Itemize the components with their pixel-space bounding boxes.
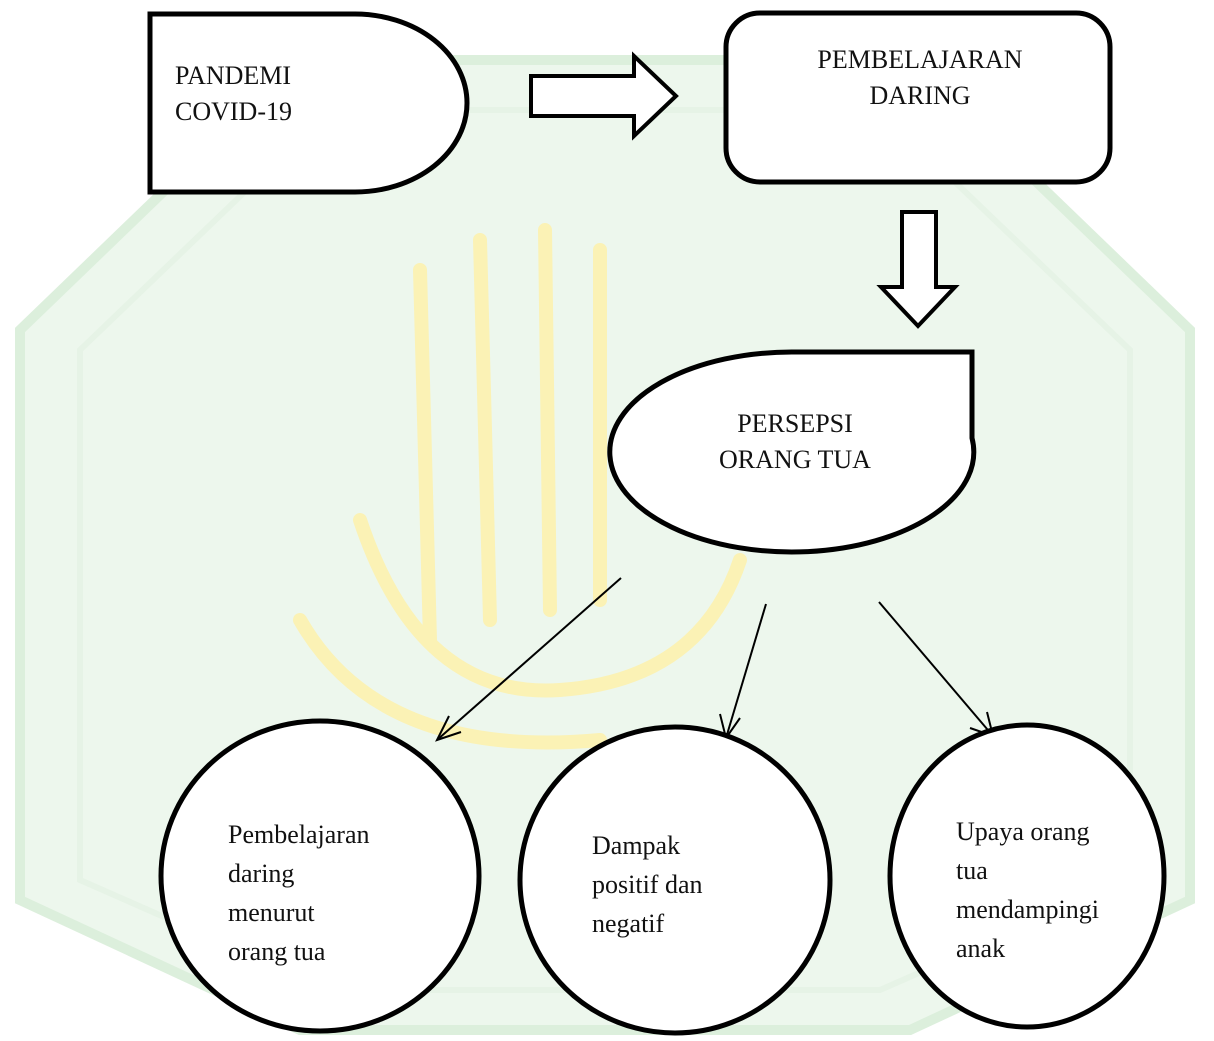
- node-leaf3-line: mendampingi: [956, 895, 1099, 924]
- node-persepsi-shape: [607, 349, 977, 555]
- node-leaf2-shape: [517, 724, 833, 1036]
- arrow-right-block: [529, 51, 679, 141]
- node-leaf3-shape: [887, 722, 1167, 1030]
- node-leaf3-label: Upaya orang tua mendampingi anak: [956, 812, 1099, 968]
- node-pembelajaran-line: PEMBELAJARAN: [817, 45, 1023, 74]
- node-leaf3-line: tua: [956, 856, 988, 885]
- node-persepsi-line: PERSEPSI: [737, 409, 853, 438]
- node-leaf2-line: Dampak: [592, 831, 681, 860]
- node-pandemi-shape: [147, 11, 470, 195]
- arrow-to-leaf2: [725, 603, 767, 739]
- node-persepsi-label: PERSEPSI ORANG TUA: [690, 406, 900, 478]
- node-pandemi-line: COVID-19: [175, 97, 292, 126]
- node-leaf2-line: negatif: [592, 909, 665, 938]
- watermark-calligraphy: [293, 223, 747, 750]
- watermark-octagon-inner: [77, 107, 1133, 993]
- node-pembelajaran-line: DARING: [869, 81, 971, 110]
- node-leaf1-line: menurut: [228, 898, 315, 927]
- node-leaf1-label: Pembelajaran daring menurut orang tua: [228, 815, 370, 971]
- arrow-to-leaf1: [436, 577, 622, 741]
- node-persepsi-line: ORANG TUA: [719, 445, 871, 474]
- node-leaf1-line: Pembelajaran: [228, 820, 370, 849]
- node-pandemi-line: PANDEMI: [175, 61, 292, 90]
- arrow-to-leaf3: [878, 601, 994, 737]
- node-pembelajaran-label: PEMBELAJARAN DARING: [770, 42, 1070, 114]
- node-leaf1-line: daring: [228, 859, 295, 888]
- node-pandemi-label: PANDEMI COVID-19: [175, 58, 292, 130]
- node-leaf3-line: anak: [956, 934, 1006, 963]
- arrow-to-leaf1-head: [435, 715, 462, 742]
- node-leaf2-label: Dampak positif dan negatif: [592, 826, 703, 943]
- node-pembelajaran-shape: [723, 10, 1113, 185]
- node-leaf1-shape: [158, 718, 482, 1034]
- arrow-down-block: [876, 210, 960, 329]
- node-leaf3-line: Upaya orang: [956, 817, 1090, 846]
- node-leaf2-line: positif dan: [592, 870, 703, 899]
- node-leaf1-line: orang tua: [228, 937, 326, 966]
